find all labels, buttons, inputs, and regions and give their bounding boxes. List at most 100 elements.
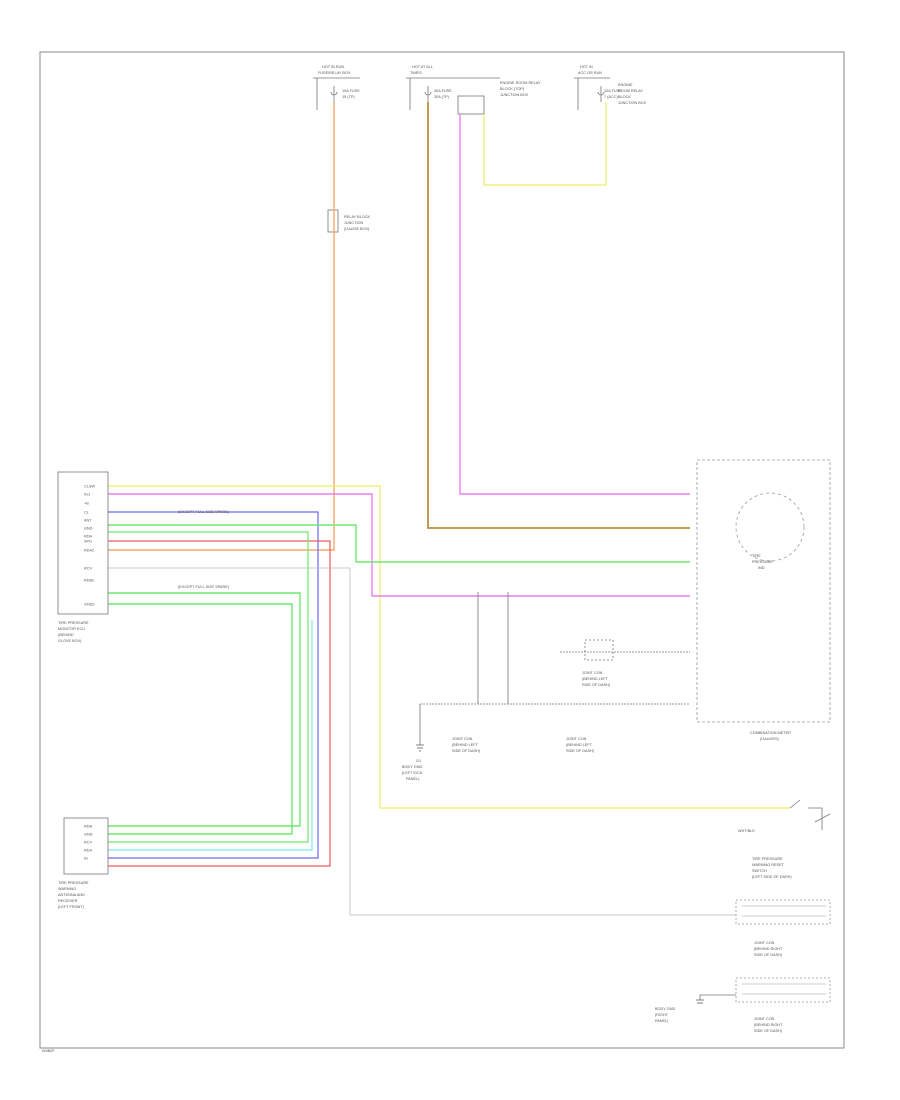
ecu-pin-label: GND2 xyxy=(84,603,95,607)
svg-text:WARNING: WARNING xyxy=(58,887,76,891)
wire-grn3 xyxy=(108,603,293,835)
ground-g1: G1 BODY GND (LEFT KICK PANEL) xyxy=(402,744,424,781)
svg-text:JOINT CON: JOINT CON xyxy=(566,737,587,741)
footer-code: W4B2F xyxy=(42,1049,55,1053)
svg-text:JOINT CON: JOINT CON xyxy=(754,941,775,945)
svg-text:GLOVE BOX): GLOVE BOX) xyxy=(58,639,82,643)
joint-connector-3: JOINT CON (BEHIND LEFT SIDE OF DASH) xyxy=(566,737,595,753)
relay-block-label: ENGINE ROOM RELAY BLOCK (TOP) JUNCTION B… xyxy=(500,81,541,97)
svg-text:SIDE OF DASH): SIDE OF DASH) xyxy=(582,683,611,687)
svg-text:PANEL): PANEL) xyxy=(655,1019,669,1023)
wire-gray xyxy=(108,567,736,916)
ecu-pin-label: RDA xyxy=(84,535,92,539)
svg-text:BLOCK: BLOCK xyxy=(618,95,631,99)
svg-text:(BEHIND LEFT: (BEHIND LEFT xyxy=(566,743,593,747)
svg-text:(LEFT KICK: (LEFT KICK xyxy=(402,771,423,775)
wire-pink-ecu xyxy=(108,493,690,597)
svg-text:G1: G1 xyxy=(416,759,421,763)
wire-pink-top xyxy=(459,114,690,495)
svg-text:ROOM RELAY: ROOM RELAY xyxy=(618,89,644,93)
svg-text:TIRE: TIRE xyxy=(752,554,761,558)
svg-text:10A FUSE: 10A FUSE xyxy=(604,89,622,93)
svg-text:SIDE OF DASH): SIDE OF DASH) xyxy=(452,749,481,753)
svg-text:(GAUGES): (GAUGES) xyxy=(760,737,780,741)
joint-connector-2: JOINT CON (BEHIND LEFT SIDE OF DASH) xyxy=(582,639,614,687)
wire-ltblue xyxy=(108,620,313,851)
svg-text:(LEFT FRONT): (LEFT FRONT) xyxy=(58,905,85,909)
diagram-frame xyxy=(39,51,845,1049)
svg-text:(LEFT SIDE OF DASH): (LEFT SIDE OF DASH) xyxy=(752,875,792,879)
svg-text:(BEHIND LEFT: (BEHIND LEFT xyxy=(582,677,609,681)
svg-text:TIMES: TIMES xyxy=(410,71,422,75)
top-fuse-2: HOT AT ALL TIMES 30A FUSE 30A (TP) xyxy=(406,65,500,115)
svg-text:ACC OR RUN: ACC OR RUN xyxy=(578,71,602,75)
svg-text:7 (ACC): 7 (ACC) xyxy=(604,95,618,99)
ecu-pin-label: SPD xyxy=(84,540,92,544)
svg-text:SIDE OF DASH): SIDE OF DASH) xyxy=(754,953,783,957)
ecu-pin-label: RCV xyxy=(84,567,92,571)
receiver-pin-label: RDA xyxy=(84,849,92,853)
ecu-pin-label: RDA2 xyxy=(84,549,94,553)
receiver-pin-label: RDB xyxy=(84,825,92,829)
wire-blue-ecu xyxy=(108,511,319,859)
svg-text:HOT AT ALL: HOT AT ALL xyxy=(412,65,433,69)
svg-text:SIDE OF DASH): SIDE OF DASH) xyxy=(754,1029,783,1033)
ecu-pin-label: CLSW xyxy=(84,485,95,489)
top-fuse-3: HOT IN ACC OR RUN 10A FUSE 7 (ACC) ENGIN… xyxy=(574,65,647,110)
svg-text:SIDE OF DASH): SIDE OF DASH) xyxy=(566,749,595,753)
note-1: (EXCEPT FULL SIZE SPARE) xyxy=(178,510,230,514)
svg-text:(BEHIND: (BEHIND xyxy=(58,633,74,637)
receiver-pin-label: GND xyxy=(84,833,93,837)
ecu-pin-label: ANT xyxy=(84,519,92,523)
tire-pressure-reset-switch: WHT/BLK TIRE PRESSURE WARNING RESET SWIT… xyxy=(738,799,831,879)
note-2: (EXCEPT FULL SIZE SPARE) xyxy=(178,585,230,589)
svg-text:PANEL): PANEL) xyxy=(406,777,420,781)
joint-connector-1: JOINT CON (BEHIND LEFT SIDE OF DASH) xyxy=(452,737,481,753)
svg-text:30A (TP): 30A (TP) xyxy=(434,95,450,99)
svg-text:(BEHIND LEFT: (BEHIND LEFT xyxy=(452,743,479,747)
wire-yellow-top xyxy=(483,102,607,186)
svg-text:SWITCH: SWITCH xyxy=(752,869,767,873)
svg-text:ANTENNA AND: ANTENNA AND xyxy=(58,893,85,897)
svg-text:(RIGHT: (RIGHT xyxy=(655,1013,669,1017)
svg-text:IND: IND xyxy=(758,566,765,570)
svg-text:JOINT CON: JOINT CON xyxy=(452,737,473,741)
svg-text:MONITOR ECU: MONITOR ECU xyxy=(58,627,85,631)
right-joint-stack: JOINT CON (BEHIND RIGHT SIDE OF DASH) JO… xyxy=(699,899,831,1033)
svg-text:TIRE PRESSURE: TIRE PRESSURE xyxy=(58,881,89,885)
svg-text:JOINT CON: JOINT CON xyxy=(754,1017,775,1021)
wire-grn2 xyxy=(108,592,301,827)
svg-text:PRESSURE: PRESSURE xyxy=(752,560,773,564)
svg-text:HOT IN: HOT IN xyxy=(580,65,593,69)
ecu-pin-label: GND xyxy=(84,527,93,531)
svg-text:30A FUSE: 30A FUSE xyxy=(434,89,452,93)
svg-text:JUNCTION BOX: JUNCTION BOX xyxy=(618,101,647,105)
svg-text:(BEHIND RIGHT: (BEHIND RIGHT xyxy=(754,1023,783,1027)
ecu-pin-label: +B xyxy=(84,502,89,506)
wire-red-ecu xyxy=(108,540,331,867)
svg-text:JOINT CON: JOINT CON xyxy=(582,671,603,675)
svg-text:BLOCK (TOP): BLOCK (TOP) xyxy=(500,87,525,91)
wire-orange xyxy=(108,102,335,551)
svg-text:FUSE/RELAY BOX: FUSE/RELAY BOX xyxy=(318,71,351,75)
relay-connector: RELAY BLOCK JUNCTION (GAUGE BOX) xyxy=(327,209,370,233)
top-fuse-1: HOT IN RUN FUSE/RELAY BOX 10A FUSE 15 (T… xyxy=(313,65,360,110)
svg-text:TIRE PRESSURE: TIRE PRESSURE xyxy=(752,857,783,861)
svg-text:WHT/BLK: WHT/BLK xyxy=(738,829,755,833)
svg-text:BODY GND: BODY GND xyxy=(655,1007,675,1011)
svg-text:RECEIVER: RECEIVER xyxy=(58,899,78,903)
svg-text:BODY GND: BODY GND xyxy=(402,765,422,769)
wire-brown xyxy=(427,102,690,529)
svg-text:ENGINE ROOM RELAY: ENGINE ROOM RELAY xyxy=(500,81,541,85)
wire-yellow-ecu xyxy=(108,485,790,809)
ecu-pin-label: IG1 xyxy=(84,493,90,497)
svg-text:WARNING RESET: WARNING RESET xyxy=(752,863,785,867)
ecu-pin-label: RDB2 xyxy=(84,579,94,583)
svg-text:(GAUGE BOX): (GAUGE BOX) xyxy=(344,227,370,231)
svg-text:(BEHIND RIGHT: (BEHIND RIGHT xyxy=(754,947,783,951)
svg-text:10A FUSE: 10A FUSE xyxy=(342,89,360,93)
ecu-pin-label: CL xyxy=(84,511,89,515)
combination-meter: TIRE PRESSURE IND COMBINATION METER (GAU… xyxy=(696,459,831,741)
